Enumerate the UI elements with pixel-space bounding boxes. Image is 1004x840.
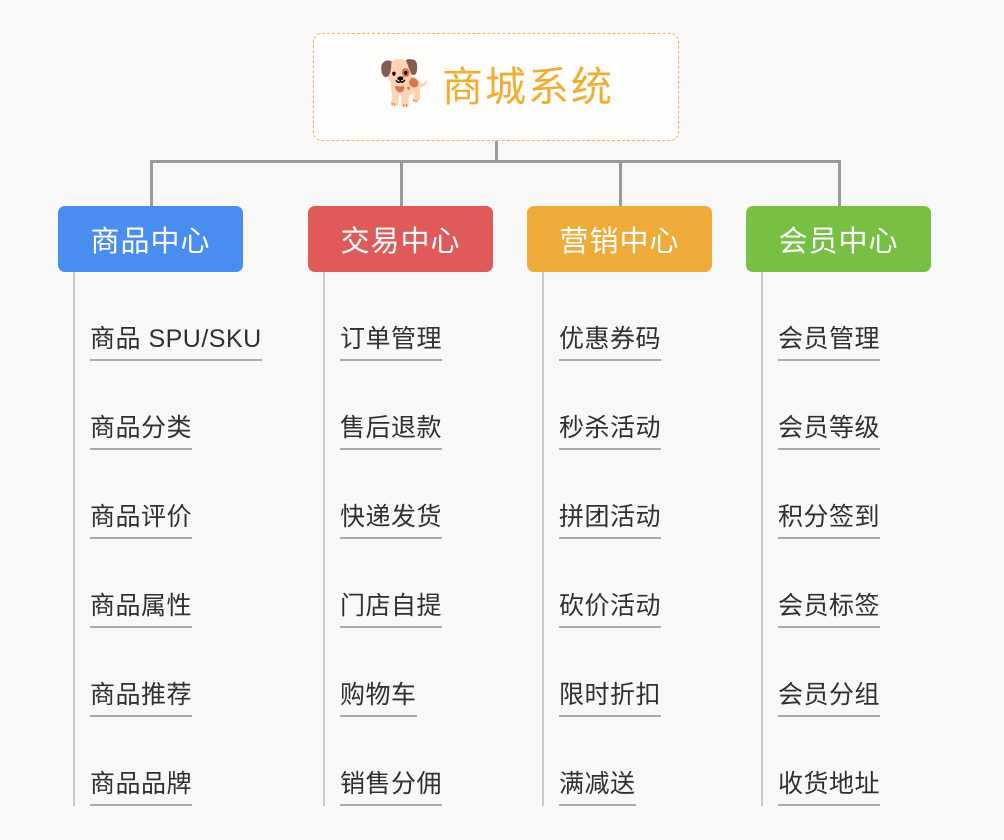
leaf-item-label: 快递发货 (340, 504, 443, 539)
leaf-item-label: 商品 SPU/SKU (90, 326, 262, 361)
leaf-item-label: 会员管理 (778, 326, 881, 361)
leaf-item-label: 秒杀活动 (559, 415, 662, 450)
leaf-item[interactable]: 拼团活动 (527, 450, 712, 539)
leaf-item-label: 商品分类 (90, 415, 193, 450)
leaf-item[interactable]: 商品属性 (58, 539, 243, 628)
category-column-marketing-center: 营销中心优惠券码秒杀活动拼团活动砍价活动限时折扣满减送 (527, 206, 712, 806)
category-header-product-center[interactable]: 商品中心 (58, 206, 243, 272)
connector-drop-1 (150, 160, 153, 206)
leaf-item[interactable]: 商品分类 (58, 361, 243, 450)
root-node-label: 商城系统 (442, 63, 614, 110)
leaf-item-label: 收货地址 (778, 771, 881, 806)
leaf-item[interactable]: 门店自提 (308, 539, 493, 628)
category-header-label: 会员中心 (778, 226, 899, 258)
connector-drop-4 (838, 160, 841, 206)
leaf-item[interactable]: 商品品牌 (58, 717, 243, 806)
leaf-item-label: 会员分组 (778, 682, 881, 717)
leaf-trunk-line (761, 272, 763, 806)
shiba-dog-icon: 🐕 (378, 59, 433, 108)
leaf-item-label: 门店自提 (340, 593, 443, 628)
category-header-marketing-center[interactable]: 营销中心 (527, 206, 712, 272)
leaf-list-member-center: 会员管理会员等级积分签到会员标签会员分组收货地址 (746, 272, 931, 806)
leaf-list-trade-center: 订单管理售后退款快递发货门店自提购物车销售分佣 (308, 272, 493, 806)
leaf-item[interactable]: 售后退款 (308, 361, 493, 450)
leaf-item[interactable]: 订单管理 (308, 272, 493, 361)
category-column-member-center: 会员中心会员管理会员等级积分签到会员标签会员分组收货地址 (746, 206, 931, 806)
leaf-item-label: 商品评价 (90, 504, 193, 539)
leaf-item-label: 订单管理 (340, 326, 443, 361)
connector-drop-2 (400, 160, 403, 206)
leaf-item[interactable]: 砍价活动 (527, 539, 712, 628)
leaf-item-label: 购物车 (340, 682, 417, 717)
leaf-item[interactable]: 会员分组 (746, 628, 931, 717)
connector-drop-3 (619, 160, 622, 206)
root-node-mall-system[interactable]: 🐕 商城系统 (313, 33, 679, 141)
leaf-list-product-center: 商品 SPU/SKU 商品分类商品评价商品属性商品推荐商品品牌 (58, 272, 262, 806)
leaf-item-label: 销售分佣 (340, 771, 443, 806)
category-column-trade-center: 交易中心订单管理售后退款快递发货门店自提购物车销售分佣 (308, 206, 493, 806)
leaf-list-marketing-center: 优惠券码秒杀活动拼团活动砍价活动限时折扣满减送 (527, 272, 712, 806)
leaf-item[interactable]: 秒杀活动 (527, 361, 712, 450)
leaf-item-label: 拼团活动 (559, 504, 662, 539)
leaf-item-label: 会员等级 (778, 415, 881, 450)
leaf-item[interactable]: 会员标签 (746, 539, 931, 628)
category-header-trade-center[interactable]: 交易中心 (308, 206, 493, 272)
leaf-item[interactable]: 收货地址 (746, 717, 931, 806)
connector-horizontal-bus (150, 160, 841, 163)
leaf-item[interactable]: 优惠券码 (527, 272, 712, 361)
leaf-trunk-line (542, 272, 544, 806)
leaf-item[interactable]: 商品 SPU/SKU (58, 272, 262, 361)
leaf-item-label: 积分签到 (778, 504, 881, 539)
leaf-item-label: 售后退款 (340, 415, 443, 450)
leaf-item-label: 砍价活动 (559, 593, 662, 628)
leaf-item-label: 优惠券码 (559, 326, 662, 361)
leaf-item[interactable]: 会员等级 (746, 361, 931, 450)
leaf-item[interactable]: 销售分佣 (308, 717, 493, 806)
category-header-label: 交易中心 (340, 226, 461, 258)
leaf-item-label: 满减送 (559, 771, 636, 806)
leaf-item[interactable]: 快递发货 (308, 450, 493, 539)
leaf-item[interactable]: 满减送 (527, 717, 712, 806)
leaf-item[interactable]: 限时折扣 (527, 628, 712, 717)
leaf-item-label: 限时折扣 (559, 682, 662, 717)
category-header-label: 商品中心 (90, 226, 211, 258)
leaf-item-label: 会员标签 (778, 593, 881, 628)
leaf-item[interactable]: 商品评价 (58, 450, 243, 539)
leaf-item-label: 商品品牌 (90, 771, 193, 806)
leaf-item-label: 商品推荐 (90, 682, 193, 717)
category-column-product-center: 商品中心商品 SPU/SKU 商品分类商品评价商品属性商品推荐商品品牌 (58, 206, 262, 806)
leaf-item-label: 商品属性 (90, 593, 193, 628)
leaf-item[interactable]: 商品推荐 (58, 628, 243, 717)
category-header-member-center[interactable]: 会员中心 (746, 206, 931, 272)
leaf-item[interactable]: 购物车 (308, 628, 493, 717)
leaf-trunk-line (73, 272, 75, 806)
leaf-trunk-line (323, 272, 325, 806)
leaf-item[interactable]: 积分签到 (746, 450, 931, 539)
connector-root-stem (495, 141, 498, 162)
category-header-label: 营销中心 (559, 226, 680, 258)
leaf-item[interactable]: 会员管理 (746, 272, 931, 361)
